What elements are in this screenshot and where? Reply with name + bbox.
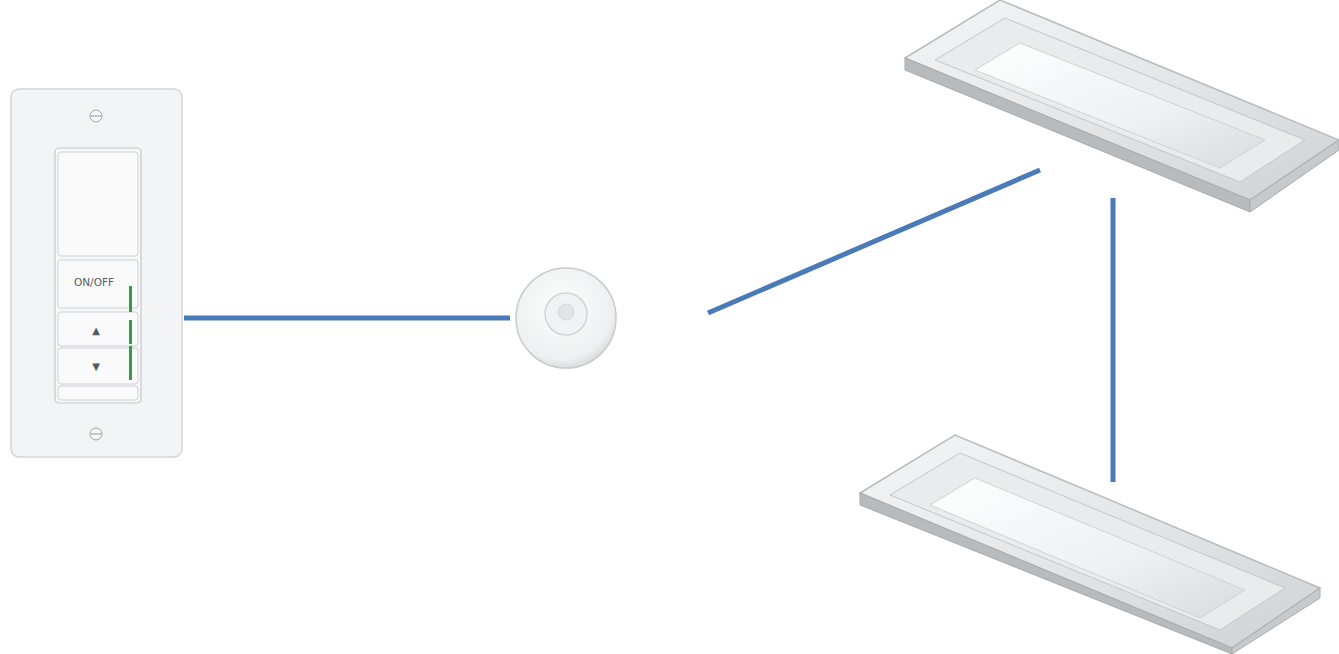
light-fixture xyxy=(905,0,1339,212)
wall-switch xyxy=(10,88,183,458)
wire xyxy=(708,170,1040,313)
button-label: ▲ xyxy=(92,325,100,336)
button-label: ON/OFF xyxy=(74,276,114,288)
wire xyxy=(1111,198,1116,482)
switch-plate: ON/OFF ▲ ▼ xyxy=(10,88,183,458)
occupancy-sensor xyxy=(516,268,616,368)
wire xyxy=(184,316,510,321)
light-fixture xyxy=(860,435,1320,654)
button-label: ▼ xyxy=(92,361,100,372)
